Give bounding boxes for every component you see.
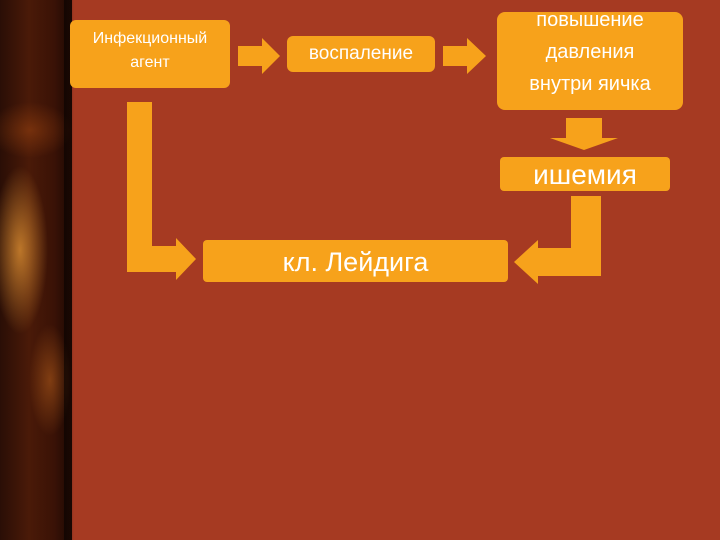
node-infectious-agent-label: Инфекционный агент: [92, 30, 208, 71]
arrow-pressure-to-ischemia: [550, 118, 618, 150]
node-pressure-increase: повышение давления внутри яичка: [497, 9, 683, 110]
arrow-ischemia-to-leydig: [514, 196, 601, 284]
arrow-inflammation-to-pressure: [443, 38, 486, 74]
node-inflammation: воспаление: [287, 36, 435, 72]
node-pressure-increase-label: повышение давления внутри яичка: [529, 9, 651, 95]
node-leydig-cells-label: кл. Лейдига: [282, 246, 429, 277]
arrow-agent-to-leydig: [127, 102, 196, 280]
node-ischemia-label: ишемия: [533, 159, 637, 190]
decorative-photo-strip: [0, 0, 72, 540]
node-ischemia: ишемия: [500, 157, 670, 191]
node-inflammation-label: воспаление: [308, 43, 414, 64]
photo-strip-shadow: [64, 0, 74, 540]
node-infectious-agent: Инфекционный агент: [70, 20, 230, 88]
arrow-agent-to-inflammation: [238, 38, 280, 74]
node-leydig-cells: кл. Лейдига: [203, 240, 508, 282]
